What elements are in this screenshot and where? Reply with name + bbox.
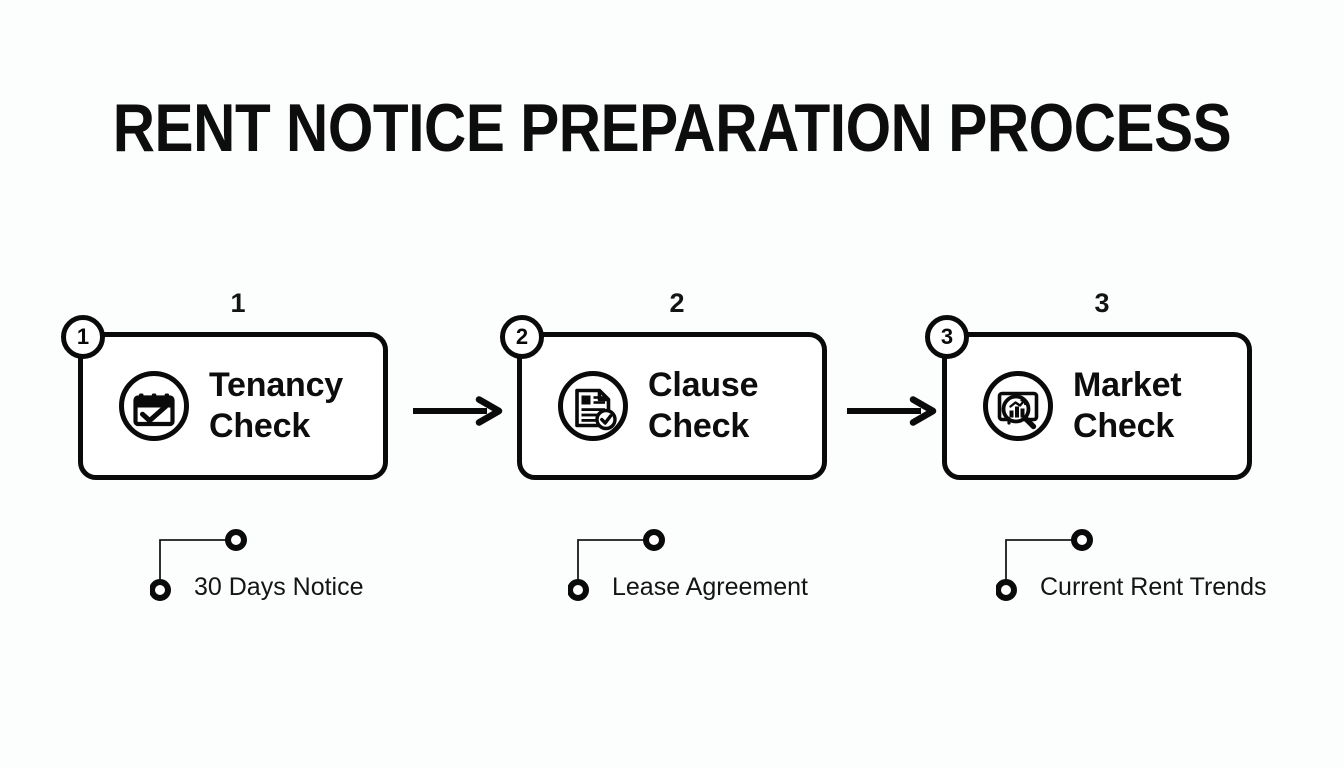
step-caption-1: 30 Days Notice [150,522,480,608]
calendar-check-icon [117,369,191,443]
caption-connector-icon-1 [150,522,270,608]
process-steps: 1 1 Tenancy Check [0,288,1344,502]
process-step-2[interactable]: 2 2 [500,288,837,502]
arrow-right-icon-1 [411,396,507,426]
step-caption-3: Current Rent Trends [996,522,1326,608]
step-badge-1: 1 [61,315,105,359]
caption-connector-icon-2 [568,522,688,608]
step-number-label-1: 1 [230,288,246,318]
step-card-2[interactable]: 2 [500,315,827,480]
step-badge-3: 3 [925,315,969,359]
caption-label-3: Current Rent Trends [1040,573,1267,601]
step-card-1[interactable]: 1 Tenancy Check [61,315,388,480]
step-badge-2: 2 [500,315,544,359]
step-number-label-2: 2 [669,288,685,318]
caption-label-1: 30 Days Notice [194,573,364,601]
page-title: RENT NOTICE PREPARATION PROCESS [112,90,1232,166]
step-number-label-3: 3 [1094,288,1110,318]
caption-label-2: Lease Agreement [612,573,808,601]
document-check-icon [556,369,630,443]
caption-connector-icon-3 [996,522,1116,608]
step-caption-2: Lease Agreement [568,522,898,608]
arrow-right-icon-2 [845,396,941,426]
step-card-3[interactable]: 3 Market Check [925,315,1252,480]
market-search-icon [981,369,1055,443]
step-title-1: Tenancy Check [209,366,344,445]
process-step-1[interactable]: 1 1 Tenancy Check [61,288,398,502]
step-title-3: Market Check [1073,366,1182,445]
step-title-2: Clause Check [648,366,759,445]
process-step-3[interactable]: 3 3 Mar [925,288,1262,502]
